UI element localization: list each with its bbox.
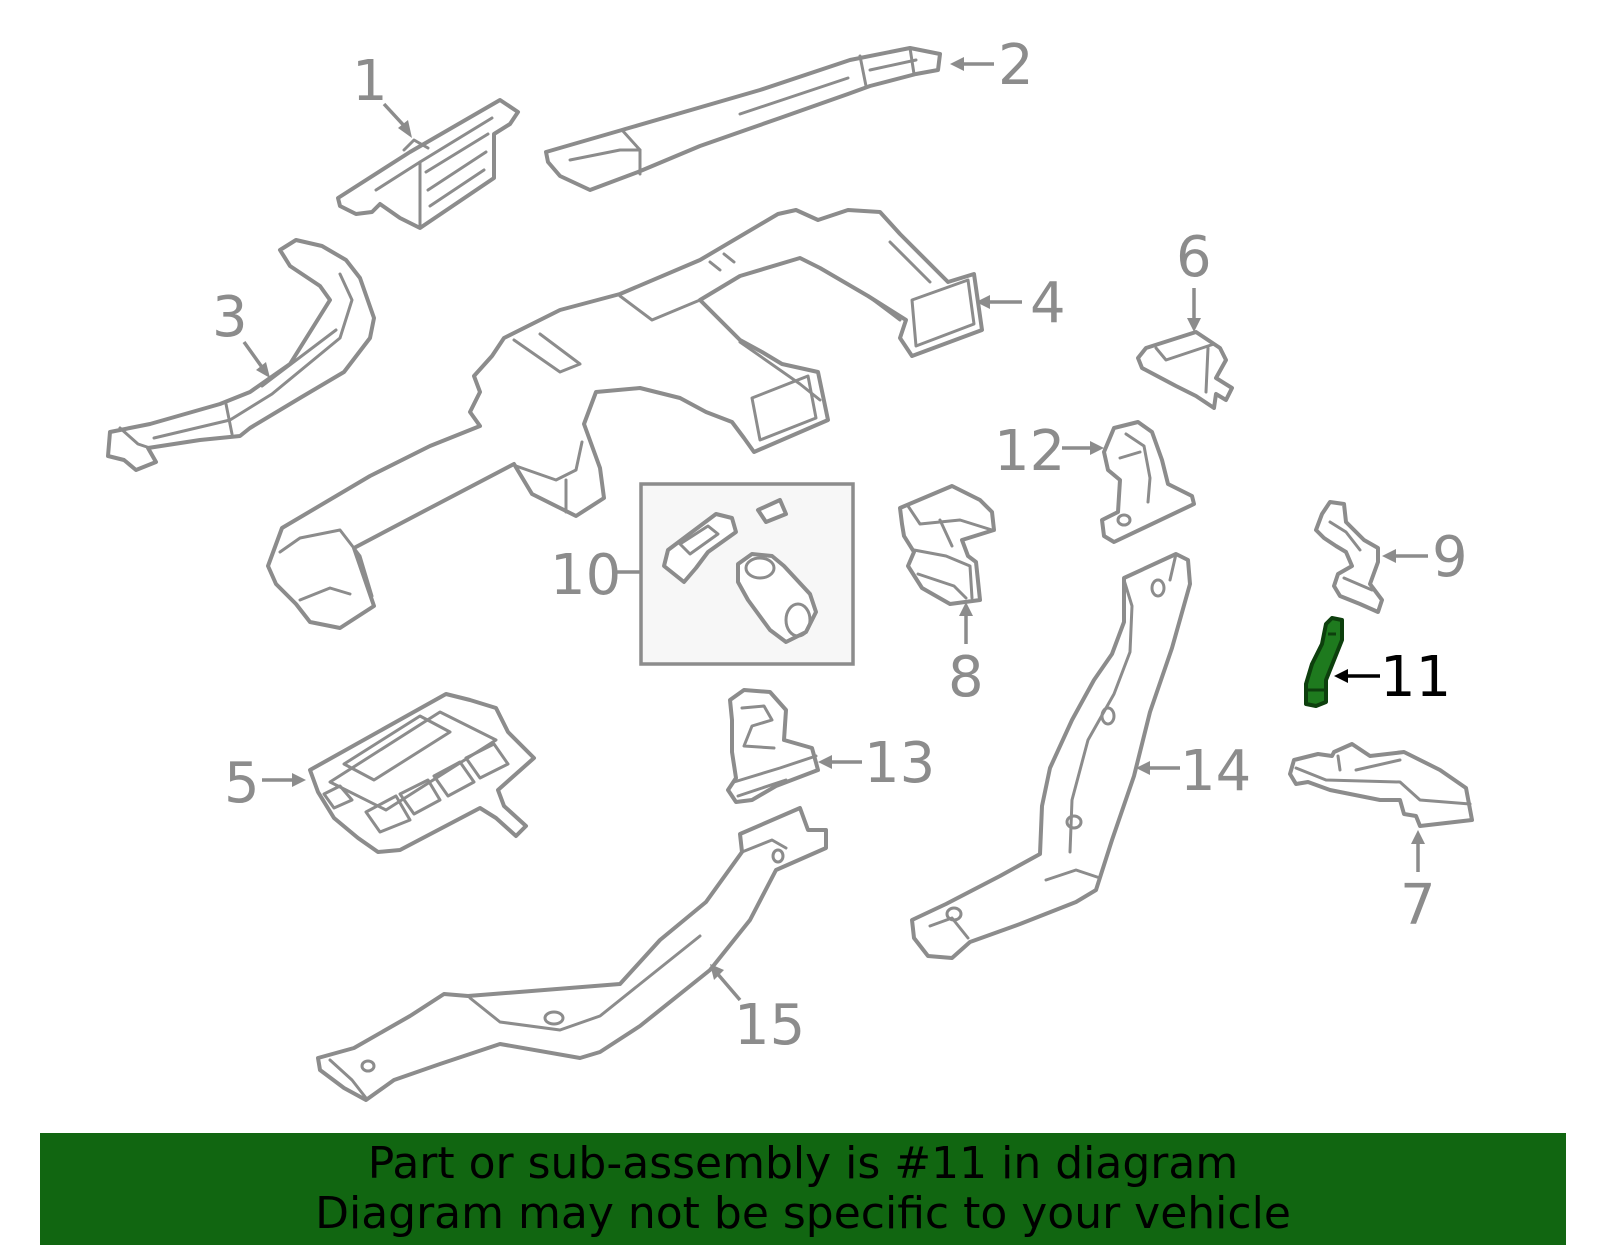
- callout-12: 12: [994, 419, 1065, 484]
- arrowhead-6: [1187, 318, 1201, 332]
- part-9-bracket: [1314, 500, 1384, 614]
- callout-7: 7: [1400, 873, 1436, 938]
- leaders: [242, 57, 1428, 1002]
- banner-line-2: Diagram may not be specific to your vehi…: [315, 1188, 1291, 1239]
- arrowhead-14: [1136, 761, 1150, 775]
- part-13-duct: [726, 688, 820, 804]
- callout-4: 4: [1030, 271, 1066, 336]
- info-banner: Part or sub-assembly is #11 in diagram D…: [40, 1133, 1566, 1245]
- callout-1: 1: [352, 49, 388, 114]
- callout-labels: 1 2 3 4 5 6 7 8 9 10 11 12 13 14 15: [212, 33, 1468, 1058]
- arrowhead-7: [1411, 830, 1425, 844]
- callout-2: 2: [998, 33, 1034, 98]
- leader-3: [242, 340, 266, 372]
- part-4-duct-assembly: [266, 208, 984, 630]
- part-10-inset: [639, 482, 855, 666]
- callout-10: 10: [550, 543, 621, 608]
- arrowhead-12: [1090, 441, 1104, 455]
- arrowhead-15: [710, 964, 724, 980]
- callout-5: 5: [224, 751, 260, 816]
- callout-3: 3: [212, 285, 248, 350]
- callout-6: 6: [1176, 225, 1212, 290]
- part-5-panel: [308, 692, 536, 854]
- part-11-highlighted-hose: [1304, 616, 1344, 708]
- part-1-duct: [336, 98, 520, 230]
- leader-15: [714, 970, 742, 1002]
- part-12-bracket: [1100, 420, 1196, 544]
- callout-11: 11: [1380, 645, 1451, 710]
- arrowhead-8: [959, 602, 973, 616]
- part-6-bracket: [1136, 330, 1234, 410]
- callout-14: 14: [1180, 739, 1251, 804]
- callout-13: 13: [864, 731, 935, 796]
- arrowhead-3: [256, 362, 270, 378]
- banner-line-1: Part or sub-assembly is #11 in diagram: [367, 1138, 1239, 1189]
- callout-9: 9: [1432, 525, 1468, 590]
- arrowhead-5: [292, 773, 306, 787]
- part-15-duct: [316, 806, 828, 1102]
- arrowhead-1: [398, 120, 412, 138]
- part-3-duct: [106, 238, 376, 472]
- part-7-bracket: [1288, 742, 1474, 828]
- arrowhead-4: [976, 295, 990, 309]
- part-14-duct: [910, 552, 1192, 960]
- arrowhead-2: [950, 57, 964, 71]
- part-8-duct: [898, 484, 996, 606]
- arrowhead-13: [818, 755, 832, 769]
- arrowhead-11: [1334, 669, 1348, 683]
- callout-15: 15: [734, 993, 805, 1058]
- arrowhead-9: [1382, 549, 1396, 563]
- callout-8: 8: [948, 645, 984, 710]
- part-2-duct: [544, 46, 942, 192]
